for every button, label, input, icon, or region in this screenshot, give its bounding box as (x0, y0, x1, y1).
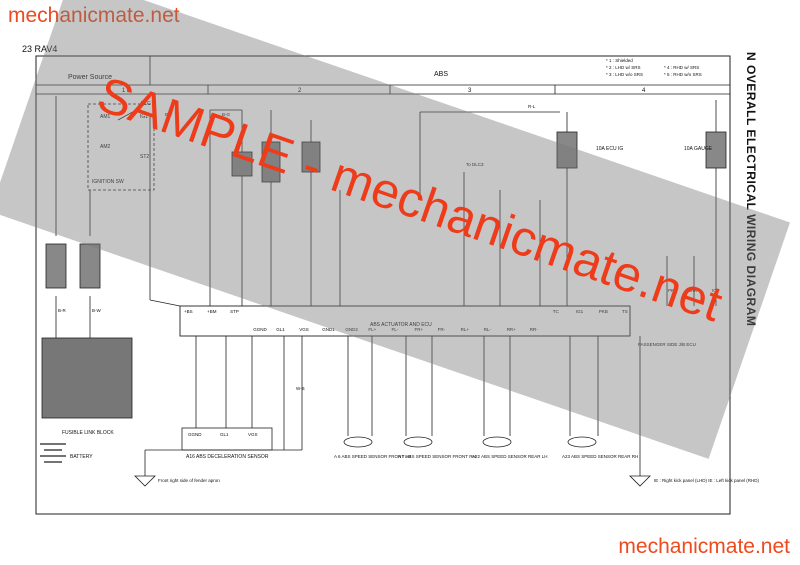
ecu-pin-labels: +BS +BM STP GGND GL1 VGS GND1 GND2 FL+ FL- FR+ FR- R… (184, 309, 628, 332)
ignition-switch-box (87, 103, 155, 191)
ground-ie (629, 475, 651, 487)
ecu-pin-label: FR- (438, 327, 446, 332)
pkb-term: IG (712, 288, 717, 293)
abs-label: ABS (434, 71, 448, 78)
pkb-term: PKB (668, 288, 677, 293)
svg-text:A 6 ABS SPEED SENSOR FRONT LH: A 6 ABS SPEED SENSOR FRONT LH (334, 454, 411, 459)
wire-color: R-L (528, 104, 536, 109)
wire-color: B-W (92, 308, 102, 313)
ecu-pin-label: GND2 (345, 327, 358, 332)
ecu-pin-label: IG1 (576, 309, 584, 314)
watermark-bottom: mechanicmate.net (618, 535, 790, 558)
ecu-pin-label: TC (553, 309, 560, 314)
wire-color: B-G (222, 112, 231, 117)
ecu-pin-label: RL- (484, 327, 492, 332)
section-number-4: 4 (642, 88, 646, 94)
page-header: 23 RAV4 (22, 44, 57, 54)
wire-color: W-B (296, 386, 305, 391)
ground-ie-label: IE : Right kick panel (LHD) IE : Left ki… (654, 478, 760, 483)
fuse-label: 10A GAUGE (684, 146, 713, 152)
wire-color: L-R (622, 264, 630, 269)
wire-color: B-R (58, 308, 67, 313)
ecu-pin-label: +BS (184, 309, 193, 314)
pkb-term: BRK (688, 288, 697, 293)
ign-term: AM2 (100, 144, 111, 150)
speed-sensor-rr: A23 ABS SPEED SENSOR REAR RH (562, 436, 638, 459)
fusible-link-block (41, 337, 133, 419)
fuse-label: 10A ECU IG (596, 146, 623, 152)
model-name: RAV4 (34, 44, 58, 54)
fuse-am1 (45, 243, 67, 289)
svg-text:A 7 ABS SPEED SENSOR FRONT RH: A 7 ABS SPEED SENSOR FRONT RH (398, 454, 476, 459)
jb-passenger-label: PASSENGER SIDE J/B ECU (638, 342, 696, 347)
speed-sensor-fr: A 7 ABS SPEED SENSOR FRONT RH (398, 436, 476, 459)
ign-term: AM1 (100, 114, 111, 120)
legend-item: * 2 : LHD w/ SRS (606, 65, 641, 70)
legend-item: * 5 : RHD w/o SRS (664, 72, 702, 77)
ign-contact (117, 107, 141, 121)
decel-pin: VGS (248, 432, 258, 437)
ecu-pin-label: GL1 (276, 327, 285, 332)
ecu-pin-label: GGND (253, 327, 267, 332)
battery-label: BATTERY (70, 454, 93, 460)
ecu-pin-label: +BM (207, 309, 217, 314)
wire-color: B-Y (165, 112, 173, 117)
ign-term: ST2 (140, 154, 149, 160)
watermark-top: mechanicmate.net (8, 4, 180, 27)
ecu-pin-label: VGS (299, 327, 309, 332)
abs-actuator-label: ABS ACTUATOR AND ECU (370, 322, 432, 328)
ecu-pin-label: FL+ (368, 327, 376, 332)
wire-runs (55, 96, 717, 476)
ign-term: IG1 (140, 114, 148, 120)
ground-ea-label: Front right side of fender apron (158, 478, 220, 483)
svg-text:A22 ABS SPEED SENSOR REAR LH: A22 ABS SPEED SENSOR REAR LH (472, 454, 548, 459)
ignition-sw-label: IGNITION SW (92, 179, 124, 185)
section-number-1: 1 (122, 88, 126, 94)
svg-text:A23 ABS SPEED SENSOR REAR RH: A23 ABS SPEED SENSOR REAR RH (562, 454, 638, 459)
speed-sensor-fl: A 6 ABS SPEED SENSOR FRONT LH (334, 436, 411, 459)
ign-term: ACC (140, 101, 151, 107)
legend-item: * 1 : Shielded (606, 58, 633, 63)
ecu-pin-label: GND1 (322, 327, 335, 332)
legend-item: * 3 : LHD w/o SRS (606, 72, 643, 77)
ecu-pin-label: STP (230, 309, 239, 314)
ecu-pin-label: RL+ (461, 327, 470, 332)
page-number: 23 (22, 44, 33, 54)
power-source-label: Power Source (68, 74, 112, 81)
ecu-pin-label: PKB (599, 309, 608, 314)
ground-ea (134, 475, 156, 487)
ecu-pin-label: FR+ (415, 327, 424, 332)
ecu-pin-label: RR- (530, 327, 538, 332)
ecu-pin-label: TS (622, 309, 628, 314)
speed-sensor-rl: A22 ABS SPEED SENSOR REAR LH (472, 436, 548, 459)
section-number-2: 2 (298, 88, 302, 94)
fusible-link-label: FUSIBLE LINK BLOCK (62, 430, 114, 436)
ecu-pin-label: RR+ (507, 327, 516, 332)
abs-actuator-ecu-box (179, 305, 631, 337)
legend-item: * 4 : RHD w/ SRS (664, 65, 699, 70)
dlc3-label: To DLC3 (466, 162, 484, 167)
fuse-am2 (79, 243, 101, 289)
decel-pin: GL1 (220, 432, 229, 437)
section-number-3: 3 (468, 88, 472, 94)
diagram-frame (35, 55, 731, 515)
ecu-pin-label: FL- (392, 327, 399, 332)
decel-sensor-label: A16 ABS DECELERATION SENSOR (186, 454, 269, 460)
decel-pin: GGND (188, 432, 202, 437)
